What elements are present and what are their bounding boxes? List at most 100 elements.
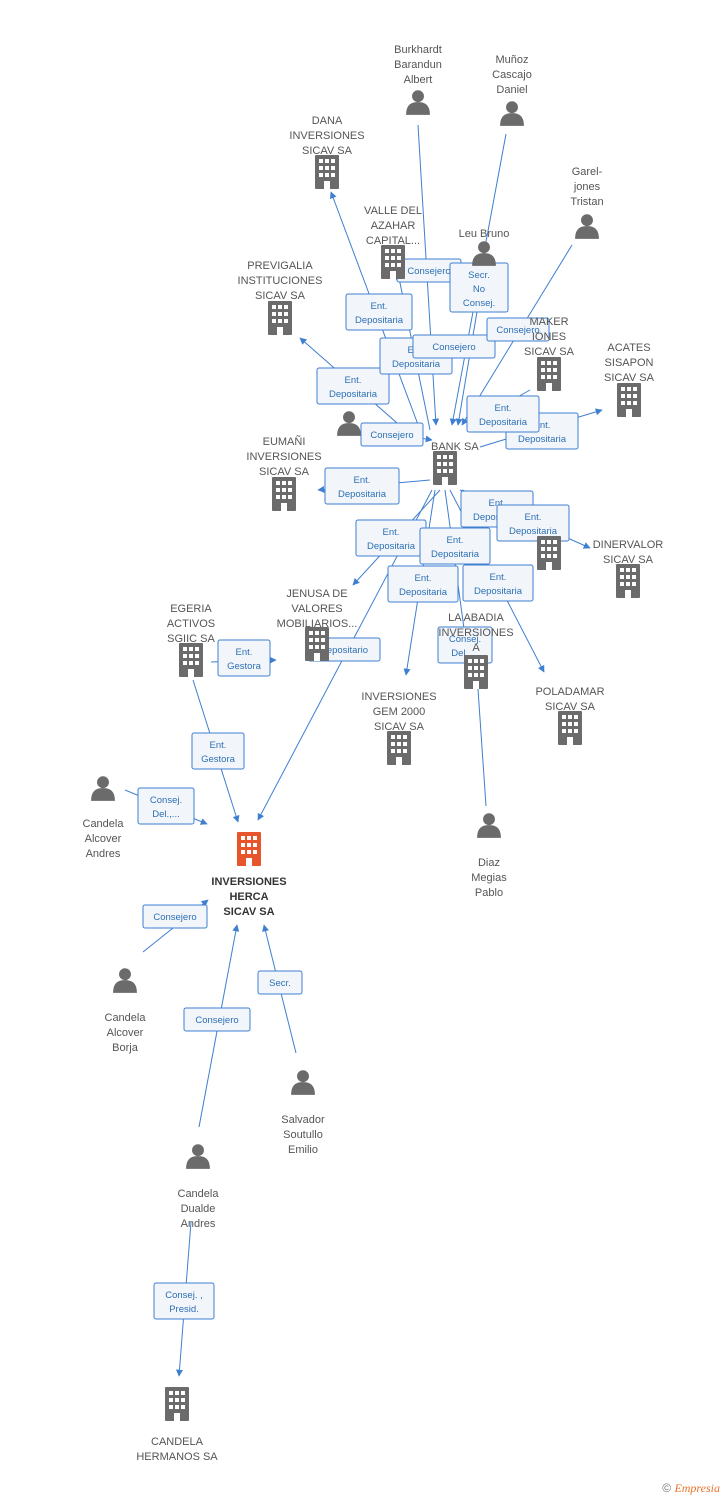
node-label: Alcover bbox=[85, 833, 122, 845]
node-label: MAKER bbox=[529, 316, 568, 328]
node-label: Diaz bbox=[478, 857, 500, 869]
node-leu[interactable]: Leu Bruno bbox=[459, 228, 510, 266]
person-icon bbox=[500, 101, 524, 126]
relation-badge-bank-abadia[interactable]: Ent.Depositaria bbox=[419, 527, 491, 565]
relation-badge-bank-mid[interactable]: Ent.Depositaria bbox=[496, 504, 570, 542]
node-label: EUMAÑI bbox=[263, 435, 306, 448]
node-label: INVERSIONES bbox=[211, 876, 286, 888]
node-label: Emilio bbox=[288, 1144, 318, 1156]
node-person_left[interactable] bbox=[337, 411, 361, 436]
relation-label-text: Ent. bbox=[490, 572, 507, 583]
relation-badge-box bbox=[345, 293, 413, 331]
node-valle[interactable]: VALLE DELAZAHARCAPITAL... bbox=[364, 205, 422, 279]
relation-badge-box bbox=[316, 367, 390, 405]
relation-label-text: Secr. bbox=[468, 270, 490, 281]
node-label: Leu Bruno bbox=[459, 228, 510, 240]
relation-badge-bank-poladamar[interactable]: Ent. Depositaria bbox=[462, 564, 534, 602]
node-label: Albert bbox=[404, 74, 433, 86]
node-label: SICAV SA bbox=[524, 346, 575, 358]
relation-label-text: Depositaria bbox=[367, 541, 416, 552]
relation-label-text: Depositaria bbox=[474, 586, 523, 597]
node-label: Borja bbox=[112, 1042, 139, 1054]
node-jenusa[interactable]: JENUSA DEVALORESMOBILIARIOS... bbox=[277, 588, 358, 661]
relation-badge-person_left-bank[interactable]: Consejero bbox=[360, 422, 424, 447]
building-icon bbox=[616, 564, 640, 598]
relation-badge-box bbox=[360, 422, 424, 447]
person-icon bbox=[406, 90, 430, 115]
node-maker[interactable]: MAKER IONES SICAV SA bbox=[524, 316, 575, 391]
relation-badge-bank-dana[interactable]: Ent.Depositaria bbox=[345, 293, 413, 331]
node-label: Daniel bbox=[496, 84, 527, 96]
relation-badge-salvador-herca[interactable]: Secr. bbox=[257, 970, 303, 995]
relation-badge-candela_alcover_andres-herca[interactable]: Consej.Del.,... bbox=[137, 787, 195, 825]
relation-badge-munoz-bank[interactable]: Consejero bbox=[412, 334, 496, 359]
relation-label-text: Consejero bbox=[195, 1015, 238, 1026]
building-icon bbox=[272, 477, 296, 511]
node-label: Barandun bbox=[394, 59, 442, 71]
relation-badge-maker-bank[interactable]: Ent.Depositaria bbox=[466, 395, 540, 433]
node-label: Burkhardt bbox=[394, 44, 442, 56]
node-label: INVERSIONES bbox=[361, 691, 436, 703]
node-label: Andres bbox=[86, 848, 121, 860]
relation-badge-egeria-jenusa[interactable]: Ent.Gestora bbox=[217, 639, 271, 677]
node-label: DINERVALOR bbox=[593, 539, 664, 551]
empresia-logo[interactable]: Empresia bbox=[674, 1481, 720, 1495]
relation-badge-candela_alcover_borja-herca[interactable]: Consejero bbox=[142, 904, 208, 929]
relation-label-text: Ent. bbox=[354, 475, 371, 486]
relation-badge-garel-bank[interactable]: Consejero bbox=[486, 317, 550, 342]
node-bank[interactable]: BANK SA bbox=[431, 441, 479, 485]
node-label: EGERIA bbox=[170, 603, 212, 615]
building-icon bbox=[165, 1387, 189, 1421]
building-icon bbox=[537, 536, 561, 570]
node-label: IONES bbox=[532, 331, 566, 343]
relation-label-text: Depositaria bbox=[392, 359, 441, 370]
relation-label-text: Depositaria bbox=[431, 549, 480, 560]
relation-badge-box bbox=[387, 565, 459, 603]
relation-badge-bank-previgalia[interactable]: Ent.Depositaria bbox=[316, 367, 390, 405]
node-label: ACTIVOS bbox=[167, 618, 215, 630]
relation-label-text: Depositaria bbox=[338, 489, 387, 500]
node-label: SICAV SA bbox=[302, 145, 353, 157]
relation-badge-box bbox=[496, 504, 570, 542]
relation-label-text: Gestora bbox=[201, 754, 236, 765]
relation-badge-candela_dualde-herca[interactable]: Consejero bbox=[183, 1007, 251, 1032]
relation-badge-bank-gem[interactable]: Ent.Depositaria bbox=[387, 565, 459, 603]
relation-badge-candela_dualde-candela_hermanos[interactable]: Consej. ,Presid. bbox=[153, 1282, 215, 1320]
person-icon bbox=[113, 968, 137, 993]
node-label: SICAV SA bbox=[374, 721, 425, 733]
relation-badge-bank-eumani[interactable]: Ent. Depositaria bbox=[324, 467, 400, 505]
node-label: SICAV SA bbox=[255, 290, 306, 302]
node-label: INVERSIONES bbox=[289, 130, 364, 142]
node-label: Pablo bbox=[475, 887, 503, 899]
relation-label-text: Ent. bbox=[371, 301, 388, 312]
building-icon bbox=[237, 832, 261, 866]
relation-badge-box bbox=[412, 334, 496, 359]
relation-label-text: Depositaria bbox=[479, 417, 528, 428]
node-mid[interactable] bbox=[537, 536, 561, 570]
relation-label-text: Consejero bbox=[496, 325, 539, 336]
relation-badge-bank-jenusa[interactable]: Ent.Depositaria bbox=[355, 519, 427, 557]
relation-badge-box bbox=[324, 467, 400, 505]
relation-badge-egeria-herca[interactable]: Ent.Gestora bbox=[191, 732, 245, 770]
